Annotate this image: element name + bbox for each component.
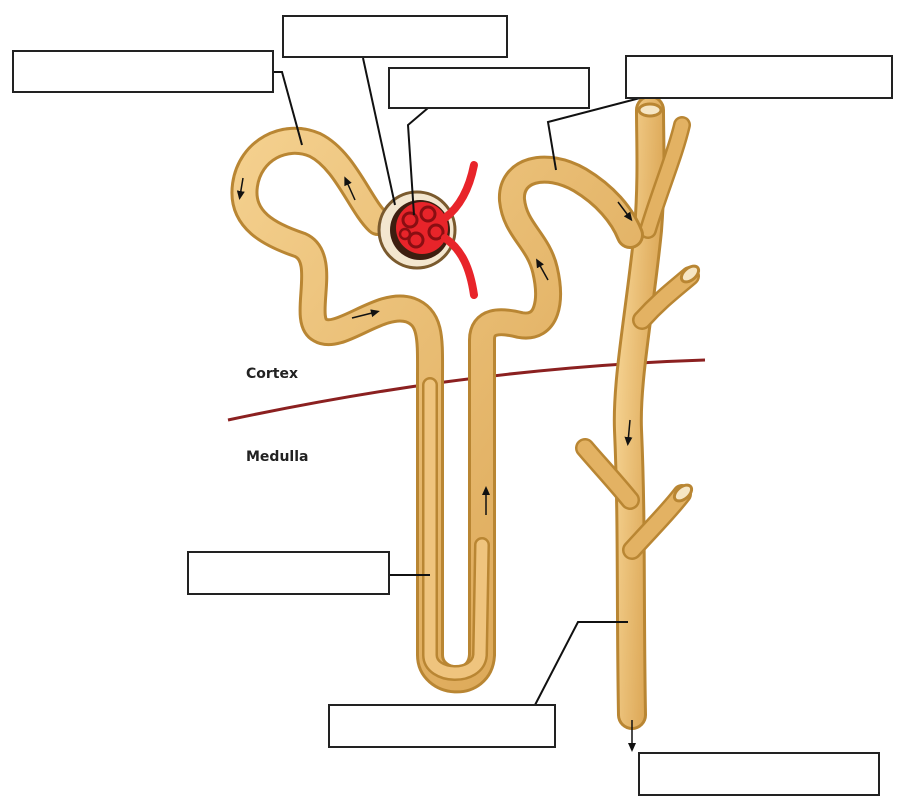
cortex-label: Cortex (246, 366, 298, 382)
label-box-distal-tubule[interactable] (625, 55, 893, 99)
label-box-collecting-duct[interactable] (328, 704, 556, 748)
glomerulus (396, 202, 448, 254)
label-box-bowmans-capsule[interactable] (282, 15, 508, 58)
label-box-glomerulus[interactable] (388, 67, 590, 109)
medulla-label: Medulla (246, 449, 308, 465)
label-box-proximal-tubule[interactable] (12, 50, 274, 93)
label-box-urine-outflow[interactable] (638, 752, 880, 796)
label-box-loop-of-henle[interactable] (187, 551, 390, 595)
